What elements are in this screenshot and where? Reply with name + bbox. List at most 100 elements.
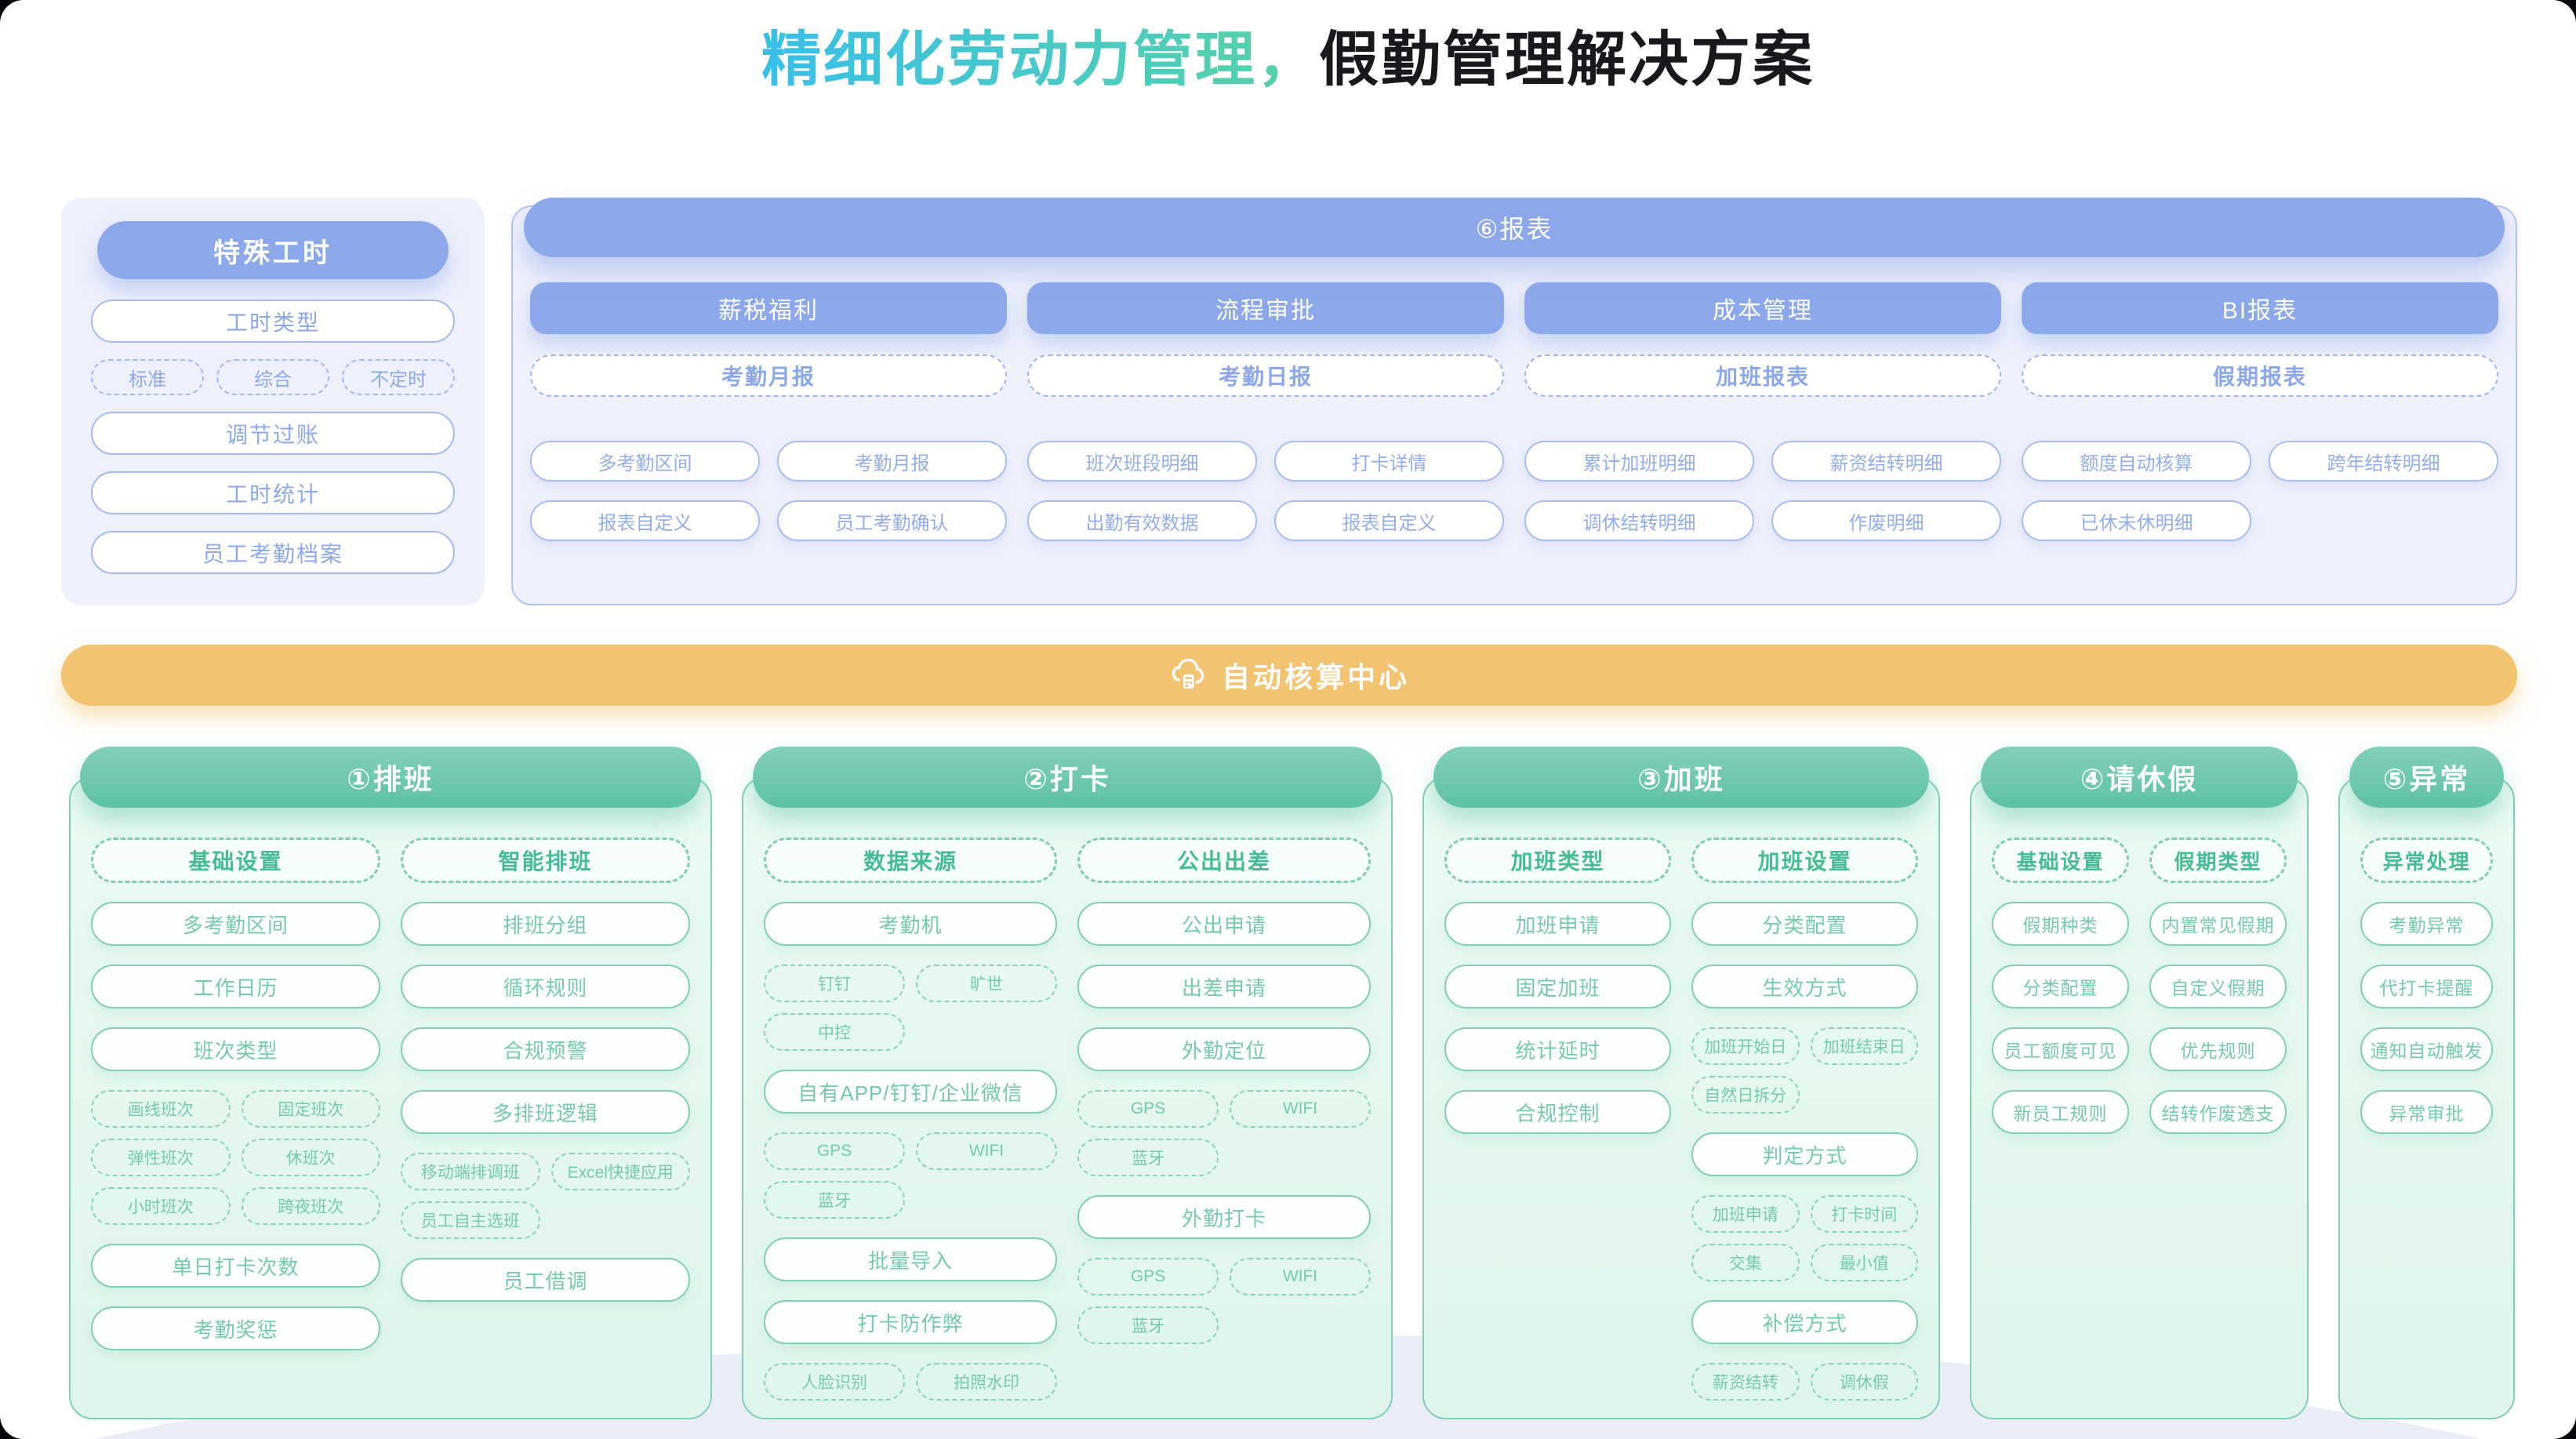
- module-panel-overtime: ③加班 加班类型加班申请固定加班统计延时合规控制加班设置分类配置生效方式加班开始…: [1422, 747, 1940, 1419]
- group-header-pill: 数据来源: [764, 838, 1057, 883]
- feature-tag: 自然日拆分: [1691, 1076, 1800, 1114]
- feature-tag: WIFI: [1230, 1090, 1371, 1128]
- report-pill-grid: 累计加班明细薪资结转明细调休结转明细作废明细: [1524, 441, 2001, 541]
- feature-pill: 外勤定位: [1077, 1027, 1371, 1071]
- feature-tag: GPS: [1077, 1090, 1219, 1128]
- feature-pill: 合规预警: [401, 1027, 690, 1071]
- report-column-header: BI报表: [2022, 282, 2498, 334]
- reports-panel: ⑥报表 薪税福利考勤月报多考勤区间考勤月报报表自定义员工考勤确认流程审批考勤日报…: [511, 198, 2517, 605]
- page-title-dark-part: 假勤管理解决方案: [1319, 27, 1815, 93]
- modules-row: ①排班 基础设置多考勤区间工作日历班次类型画线班次固定班次弹性班次休班次小时班次…: [69, 747, 2515, 1419]
- report-pill: 薪资结转明细: [1771, 441, 2001, 481]
- feature-pill: 考勤奖惩: [91, 1306, 380, 1350]
- feature-tag: 人脸识别: [764, 1363, 905, 1401]
- report-pill-grid: 班次班段明细打卡详情出勤有效数据报表自定义: [1027, 441, 1504, 541]
- feature-pill: 公出申请: [1077, 902, 1371, 946]
- module-panel-exception: ⑤异常 异常处理考勤异常代打卡提醒通知自动触发异常审批: [2338, 747, 2515, 1419]
- feature-pill: 分类配置: [1992, 965, 2129, 1008]
- report-pill: 作废明细: [1771, 500, 2001, 541]
- feature-pill: 固定加班: [1444, 965, 1671, 1008]
- feature-pill: 出差申请: [1077, 965, 1371, 1008]
- feature-pill: 多考勤区间: [91, 902, 380, 946]
- report-pill-grid: 额度自动核算跨年结转明细已休未休明细: [2022, 441, 2498, 541]
- module-header: ③加班: [1433, 747, 1929, 808]
- feature-pill: 员工额度可见: [1992, 1027, 2129, 1071]
- feature-pill: 分类配置: [1691, 902, 1918, 946]
- feature-tag: 移动端排调班: [401, 1153, 540, 1190]
- report-column: 薪税福利考勤月报多考勤区间考勤月报报表自定义员工考勤确认: [530, 282, 1007, 587]
- report-pill: 多考勤区间: [530, 441, 760, 481]
- reports-columns: 薪税福利考勤月报多考勤区间考勤月报报表自定义员工考勤确认流程审批考勤日报班次班段…: [530, 282, 2498, 587]
- module-body: 基础设置假期种类分类配置员工额度可见新员工规则假期类型内置常见假期自定义假期优先…: [1970, 776, 2309, 1419]
- feature-tag-group: 薪资结转调休假: [1691, 1363, 1918, 1401]
- report-subtag: 考勤月报: [530, 354, 1007, 397]
- feature-pill: 自有APP/钉钉/企业微信: [764, 1070, 1057, 1114]
- feature-tag: GPS: [1077, 1258, 1219, 1295]
- module-header: ②打卡: [753, 747, 1382, 808]
- feature-pill: 加班申请: [1444, 902, 1671, 946]
- feature-tag: 薪资结转: [1691, 1363, 1800, 1401]
- module-panel-leave: ④请休假 基础设置假期种类分类配置员工额度可见新员工规则假期类型内置常见假期自定…: [1970, 747, 2309, 1419]
- feature-tag: 固定班次: [241, 1090, 380, 1128]
- feature-tag-group: 钉钉旷世中控: [764, 965, 1057, 1051]
- feature-pill: 假期种类: [1992, 902, 2129, 946]
- top-row: 特殊工时 工时类型标准综合不定时调节过账工时统计员工考勤档案 ⑥报表 薪税福利考…: [61, 198, 2517, 605]
- group-header-pill: 智能排班: [401, 838, 690, 883]
- reports-header: ⑥报表: [524, 198, 2505, 257]
- feature-tag: 休班次: [241, 1139, 380, 1176]
- feature-pill: 外勤打卡: [1077, 1195, 1371, 1239]
- group-header-pill: 公出出差: [1077, 838, 1371, 883]
- feature-tag-group: 人脸识别拍照水印: [764, 1363, 1057, 1401]
- feature-tag: 加班开始日: [1691, 1027, 1800, 1065]
- report-column-header: 成本管理: [1524, 282, 2001, 334]
- feature-pill: 考勤机: [764, 902, 1057, 946]
- feature-pill: 排班分组: [401, 902, 690, 946]
- module-header: ①排班: [80, 747, 701, 808]
- feature-pill: 内置常见假期: [2149, 902, 2287, 946]
- report-pill: 班次班段明细: [1027, 441, 1257, 481]
- feature-pill: 判定方式: [1691, 1132, 1918, 1176]
- feature-pill: 员工借调: [401, 1258, 690, 1302]
- feature-pill: 多排班逻辑: [401, 1090, 690, 1134]
- group-header-pill: 基础设置: [1992, 838, 2129, 883]
- feature-pill: 补偿方式: [1691, 1300, 1918, 1344]
- cloud-calculator-icon: [1172, 659, 1204, 689]
- module-body: 加班类型加班申请固定加班统计延时合规控制加班设置分类配置生效方式加班开始日加班结…: [1422, 776, 1940, 1419]
- special-hours-rows: 工时类型标准综合不定时调节过账工时统计员工考勤档案: [91, 300, 455, 582]
- feature-pill: 调节过账: [91, 412, 455, 455]
- report-column: 成本管理加班报表累计加班明细薪资结转明细调休结转明细作废明细: [1524, 282, 2001, 587]
- feature-tag: 员工自主选班: [401, 1201, 540, 1239]
- report-pill: 累计加班明细: [1524, 441, 1754, 481]
- report-column: 流程审批考勤日报班次班段明细打卡详情出勤有效数据报表自定义: [1027, 282, 1504, 587]
- feature-tag-group: 加班申请打卡时间交集最小值: [1691, 1195, 1918, 1281]
- feature-pill: 代打卡提醒: [2360, 965, 2493, 1008]
- module-body: 异常处理考勤异常代打卡提醒通知自动触发异常审批: [2338, 776, 2515, 1419]
- auto-calc-center-bar: 自动核算中心: [61, 645, 2517, 706]
- auto-calc-center-label: 自动核算中心: [1221, 661, 1410, 693]
- report-pill: 报表自定义: [1274, 500, 1504, 541]
- feature-tag: 跨夜班次: [241, 1187, 380, 1225]
- feature-tag-group: 加班开始日加班结束日自然日拆分: [1691, 1027, 1918, 1114]
- group-header-pill: 异常处理: [2360, 838, 2493, 883]
- report-subtag: 假期报表: [2022, 354, 2498, 397]
- module-panel-scheduling: ①排班 基础设置多考勤区间工作日历班次类型画线班次固定班次弹性班次休班次小时班次…: [69, 747, 712, 1419]
- module-column: 基础设置假期种类分类配置员工额度可见新员工规则: [1992, 838, 2129, 1397]
- report-pill: 出勤有效数据: [1027, 500, 1257, 541]
- feature-pill: 结转作废透支: [2149, 1090, 2287, 1134]
- feature-pill: 生效方式: [1691, 965, 1918, 1008]
- feature-tag-group: 画线班次固定班次弹性班次休班次小时班次跨夜班次: [91, 1090, 380, 1225]
- report-column-header: 流程审批: [1027, 282, 1504, 334]
- report-column-header: 薪税福利: [530, 282, 1007, 334]
- feature-pill: 打卡防作弊: [764, 1300, 1057, 1344]
- report-pill: 打卡详情: [1274, 441, 1504, 481]
- module-column: 加班类型加班申请固定加班统计延时合规控制: [1444, 838, 1671, 1397]
- feature-tag: 交集: [1691, 1244, 1800, 1281]
- feature-tag: 弹性班次: [91, 1139, 231, 1176]
- group-header-pill: 假期类型: [2149, 838, 2287, 883]
